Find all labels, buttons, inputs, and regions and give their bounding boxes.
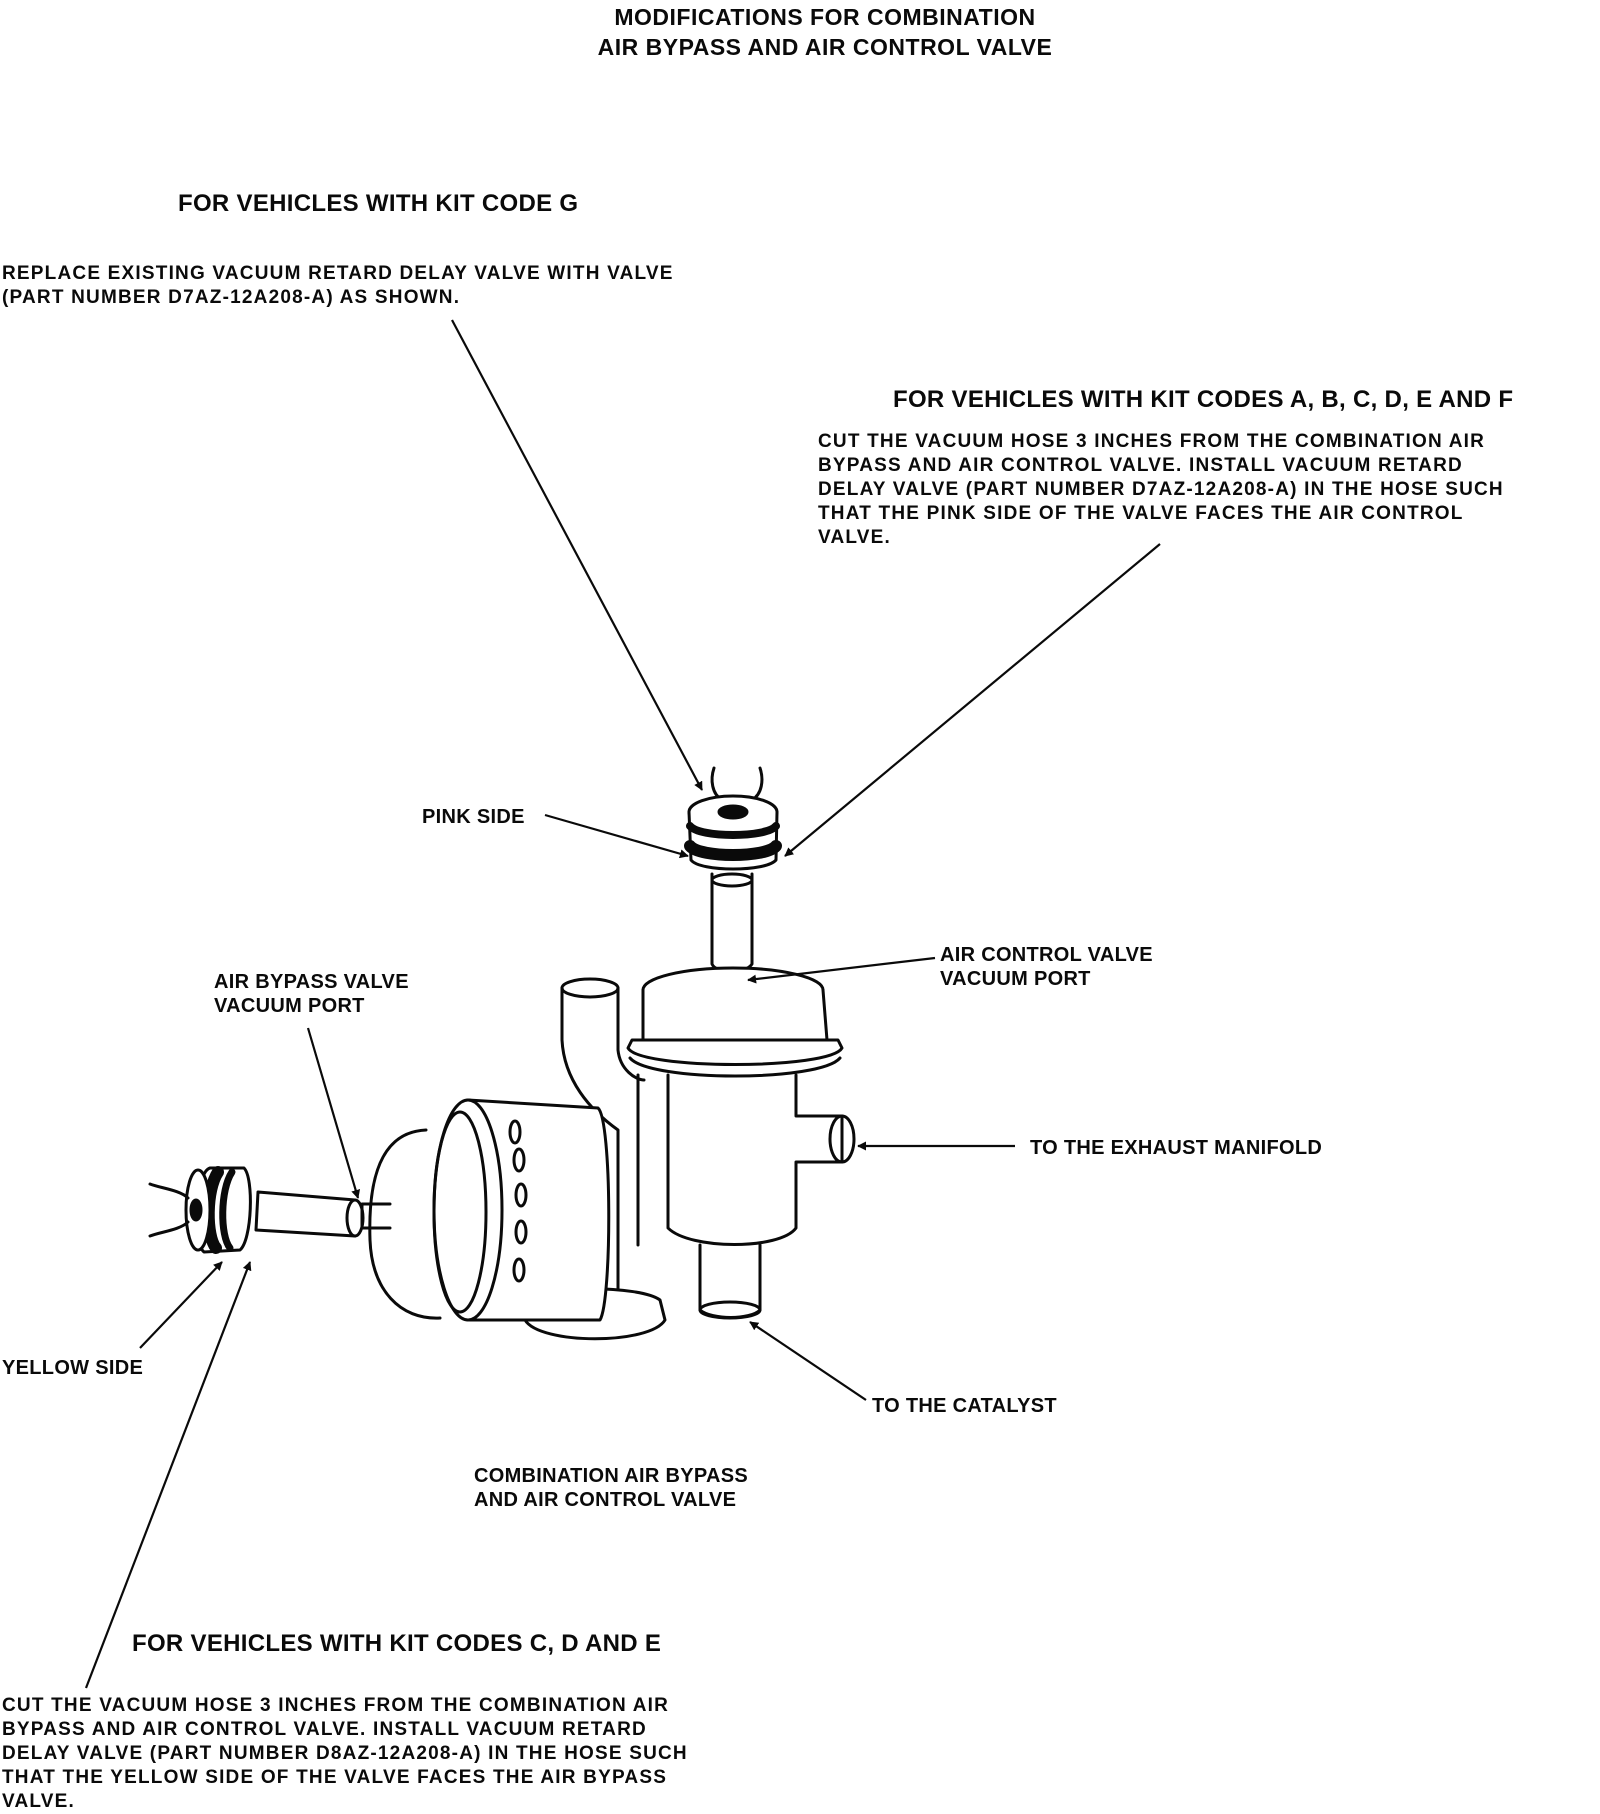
catalyst-label: TO THE CATALYST	[872, 1395, 1057, 1417]
top-delay-valve	[684, 794, 782, 871]
side-vacuum-hose	[254, 1190, 365, 1238]
caption-line-1: COMBINATION AIR BYPASS	[474, 1465, 749, 1487]
air-bypass-valve-housing	[360, 1098, 611, 1322]
arrow-pink-side	[544, 813, 689, 859]
arrow-kit-abcdef	[784, 543, 1161, 857]
air-bypass-port-line-1: AIR BYPASS VALVE	[214, 971, 409, 993]
arrow-yellow-side	[139, 1261, 223, 1349]
caption-line-2: AND AIR CONTROL VALVE	[474, 1489, 737, 1511]
exhaust-manifold-label: TO THE EXHAUST MANIFOLD	[1030, 1137, 1323, 1159]
kit-abcdef-line-2: BYPASS AND AIR CONTROL VALVE. INSTALL VA…	[818, 455, 1463, 476]
kit-abcdef-heading: FOR VEHICLES WITH KIT CODES A, B, C, D, …	[893, 386, 1514, 413]
kit-g-heading: FOR VEHICLES WITH KIT CODE G	[178, 190, 579, 217]
air-bypass-port-label: AIR BYPASS VALVE VACUUM PORT	[214, 970, 409, 1018]
air-bypass-port-line-2: VACUUM PORT	[214, 995, 365, 1017]
kit-cde-line-2: BYPASS AND AIR CONTROL VALVE. INSTALL VA…	[2, 1719, 647, 1740]
kit-cde-line-5: VALVE.	[2, 1791, 76, 1812]
arrow-kit-g	[451, 319, 703, 791]
diagram-caption: COMBINATION AIR BYPASS AND AIR CONTROL V…	[474, 1464, 748, 1512]
kit-cde-line-1: CUT THE VACUUM HOSE 3 INCHES FROM THE CO…	[2, 1695, 670, 1716]
kit-abcdef-line-3: DELAY VALVE (PART NUMBER D7AZ-12A208-A) …	[818, 479, 1504, 500]
side-hose-end	[148, 1182, 190, 1238]
arrow-catalyst	[749, 1321, 867, 1401]
yellow-side-label: YELLOW SIDE	[2, 1357, 144, 1379]
page-title: MODIFICATIONS FOR COMBINATION AIR BYPASS…	[0, 2, 1600, 62]
air-control-port-label: AIR CONTROL VALVE VACUUM PORT	[940, 943, 1153, 991]
kit-g-instructions: REPLACE EXISTING VACUUM RETARD DELAY VAL…	[2, 262, 784, 310]
arrow-air-bypass-port	[306, 1027, 361, 1199]
kit-cde-heading: FOR VEHICLES WITH KIT CODES C, D AND E	[132, 1630, 662, 1657]
kit-abcdef-line-4: THAT THE PINK SIDE OF THE VALVE FACES TH…	[818, 503, 1464, 524]
title-line-2: AIR BYPASS AND AIR CONTROL VALVE	[597, 34, 1053, 60]
air-control-port-line-1: AIR CONTROL VALVE	[940, 944, 1153, 966]
kit-g-line-1: REPLACE EXISTING VACUUM RETARD DELAY VAL…	[2, 263, 674, 284]
arrow-air-control-port	[747, 956, 936, 984]
kit-abcdef-line-1: CUT THE VACUUM HOSE 3 INCHES FROM THE CO…	[818, 431, 1486, 452]
side-delay-valve	[184, 1166, 252, 1254]
kit-abcdef-instructions: CUT THE VACUUM HOSE 3 INCHES FROM THE CO…	[818, 430, 1598, 550]
air-control-valve-cap	[626, 966, 844, 1078]
kit-cde-instructions: CUT THE VACUUM HOSE 3 INCHES FROM THE CO…	[2, 1694, 784, 1814]
kit-g-line-2: (PART NUMBER D7AZ-12A208-A) AS SHOWN.	[2, 287, 461, 308]
air-control-port-line-2: VACUUM PORT	[940, 968, 1091, 990]
kit-cde-line-3: DELAY VALVE (PART NUMBER D8AZ-12A208-A) …	[2, 1743, 688, 1764]
kit-abcdef-line-5: VALVE.	[818, 527, 892, 548]
title-line-1: MODIFICATIONS FOR COMBINATION	[614, 4, 1036, 30]
kit-cde-line-4: THAT THE YELLOW SIDE OF THE VALVE FACES …	[2, 1767, 668, 1788]
pink-side-label: PINK SIDE	[422, 806, 525, 828]
arrow-kit-cde	[84, 1261, 252, 1689]
